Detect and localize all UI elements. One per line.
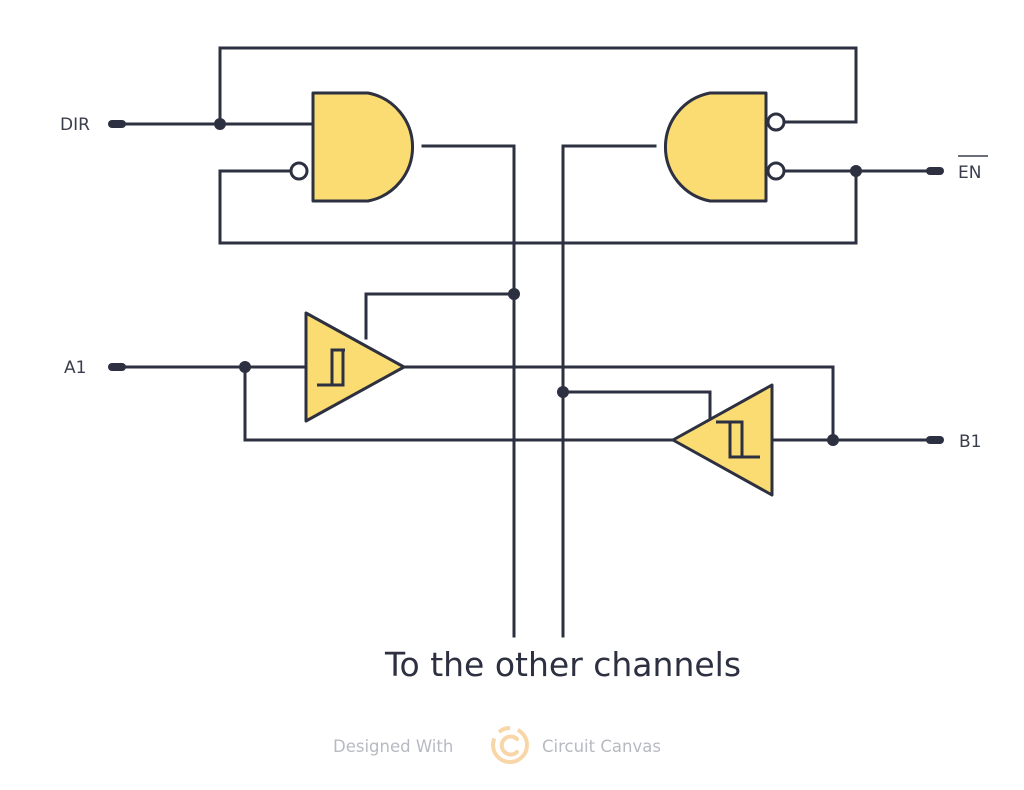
wires: [116, 46, 934, 638]
credit-brand: Circuit Canvas: [542, 737, 661, 756]
junction-dot: [239, 361, 251, 373]
wire-and1-out: [421, 144, 516, 638]
inverter-bubble: [289, 161, 309, 181]
junctions: [214, 118, 862, 446]
schmitt-trigger-icon: [716, 420, 760, 459]
terminals: [108, 120, 944, 444]
inverter-bubble: [766, 112, 786, 132]
and-gate-1: [289, 91, 414, 203]
junction-dot: [850, 165, 862, 177]
pin-label-dir: DIR: [60, 115, 90, 135]
pin-label-b1: B1: [959, 432, 981, 452]
buffer-a-to-b: [304, 311, 406, 423]
junction-dot: [214, 118, 226, 130]
pin-label-a1: A1: [64, 358, 86, 378]
footer-credit: Designed With Circuit Canvas: [333, 726, 661, 764]
wire-and2-out: [561, 144, 657, 638]
junction-dot: [827, 434, 839, 446]
wire-buf1-enable: [364, 292, 516, 340]
buffer-b-to-a: [671, 383, 774, 497]
junction-dot: [557, 386, 569, 398]
wire-dir-top-loop: [218, 46, 858, 126]
circuit-canvas-logo-icon: [491, 726, 529, 764]
caption-other-channels: To the other channels: [384, 645, 741, 684]
junction-dot: [508, 288, 520, 300]
credit-prefix: Designed With: [333, 737, 453, 756]
wire-buf2-out: [243, 365, 675, 442]
wire-buf2-enable: [561, 390, 712, 422]
and-gate-2: [664, 91, 786, 203]
wire-and1-inv-loop: [218, 169, 858, 245]
inverter-bubble: [766, 161, 786, 181]
wire-buf1-out: [402, 365, 835, 442]
pin-label-en: EN: [958, 163, 981, 183]
schmitt-trigger-icon: [317, 348, 345, 387]
